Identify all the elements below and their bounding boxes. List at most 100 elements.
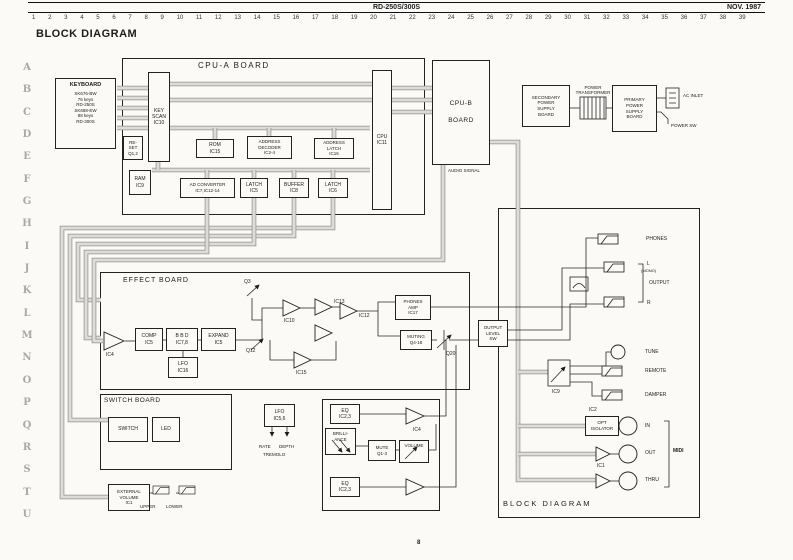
output-level-block: OUTPUT LEVEL SW — [478, 320, 508, 347]
row-letter: F — [23, 173, 31, 185]
ruler-number: 18 — [331, 15, 339, 21]
latch-ic5-block: LATCH IC5 — [240, 178, 268, 198]
ruler-number: 33 — [622, 15, 630, 21]
ruler-number: 29 — [544, 15, 552, 21]
remote-jack-icon — [601, 365, 623, 377]
ruler-number: 11 — [195, 15, 203, 21]
cpu-b-board: CPU-B BOARD — [432, 60, 490, 165]
ic4-label: IC4 — [106, 352, 114, 358]
transformer-icon — [579, 96, 607, 120]
eq-bottom-block: EQ IC2,3 — [330, 477, 360, 497]
ruler-number: 24 — [447, 15, 455, 21]
row-letter: N — [22, 352, 32, 364]
transformer-label: POWER TRANSFORMER — [575, 85, 611, 96]
damper-jack-icon — [601, 389, 623, 401]
row-letter: U — [22, 508, 32, 520]
eq-section-outline — [322, 399, 440, 511]
bbd-block: B B D IC7,8 — [166, 328, 198, 351]
row-letter: E — [23, 151, 31, 163]
ruler-number: 23 — [428, 15, 436, 21]
output-label: OUTPUT — [649, 280, 670, 286]
lower-label: LOWER — [166, 504, 183, 509]
row-letter: A — [23, 62, 31, 73]
diagram-caption: BLOCK DIAGRAM — [503, 499, 592, 508]
address-latch-block: ADDRESS LATCH IC16 — [314, 138, 354, 159]
opt-isolator-block: OPT ISOLATOR — [585, 416, 619, 436]
external-volume-block: EXTERNAL VOLUME IC1 — [108, 484, 150, 511]
ruler-number: 13 — [234, 15, 242, 21]
io-panel-outline — [498, 208, 700, 518]
ic9-pot-box — [547, 359, 571, 387]
row-letter: B — [22, 84, 32, 96]
keyboard-models: SK676-BW 76 keys RD-250S SK688-EW 88 key… — [74, 90, 97, 124]
ruler-number: 7 — [128, 15, 132, 21]
ac-inlet-label: AC INLET — [683, 93, 704, 98]
ruler-number: 4 — [80, 15, 84, 21]
row-letter: H — [22, 218, 32, 230]
ruler-number: 32 — [603, 15, 610, 21]
cpu-a-board-title: CPU-A BOARD — [198, 61, 270, 70]
phones-label: PHONES — [646, 236, 668, 242]
ruler-number: 10 — [176, 15, 184, 21]
lfo-ic16-block: LFO IC16 — [168, 357, 198, 378]
remote-label: REMOTE — [645, 368, 667, 374]
audio-signal-label: AUDIO SIGNAL — [448, 168, 481, 173]
model-number: RD-250S/300S — [372, 4, 421, 11]
mono-label: (MONO) — [641, 268, 657, 273]
row-letter: D — [22, 129, 32, 141]
ruler-number: 6 — [112, 15, 116, 21]
tune-label: TUNE — [645, 349, 659, 355]
ruler-number: 5 — [96, 15, 100, 21]
ruler-number: 3 — [64, 15, 68, 21]
phones-jack-icon — [597, 233, 619, 245]
midi-out-din-icon — [618, 444, 638, 464]
brilliance-block: BRILLI- ANCE — [325, 428, 356, 455]
rate-label: RATE — [259, 444, 271, 449]
ruler-number: 17 — [311, 15, 319, 21]
row-letter: C — [23, 106, 31, 118]
ruler-number: 16 — [292, 15, 300, 21]
r-jack-icon — [603, 296, 625, 308]
amp-triangle-icons — [103, 298, 612, 496]
damper-label: DAMPER — [645, 392, 667, 398]
ruler-number: 31 — [583, 15, 591, 21]
volume-block: VOLUME — [399, 440, 429, 463]
ruler-number: 25 — [467, 15, 474, 21]
ruler-number: 39 — [738, 15, 746, 21]
ruler-number: 26 — [486, 15, 494, 21]
eq-top-block: EQ IC2,3 — [330, 404, 360, 424]
ruler-number: 37 — [700, 15, 707, 21]
keyboard-title: KEYBOARD — [69, 82, 102, 88]
ruler-number: 28 — [525, 15, 533, 21]
upper-label: UPPER — [140, 504, 156, 509]
upper-jack-icon — [152, 485, 170, 495]
row-letter: P — [23, 397, 31, 409]
ac-inlet-icon — [665, 87, 680, 109]
phones-amp-block: PHONES AMP IC17 — [395, 295, 431, 320]
ic1-label: IC1 — [597, 463, 605, 469]
header-date: NOV. 1987 — [727, 4, 761, 11]
ruler-number: 20 — [370, 15, 377, 21]
primary-psu-block: PRIMARY POWER SUPPLY BOARD — [612, 85, 657, 132]
tremolo-label: TREMOLO — [263, 452, 286, 457]
latch-ic6-block: LATCH IC6 — [318, 178, 348, 198]
tune-knob-icon — [610, 344, 626, 360]
ruler-number: 8 — [144, 15, 148, 21]
depth-label: DEPTH — [279, 444, 295, 449]
ic15-label: IC15 — [296, 370, 307, 376]
signal-wires — [125, 97, 670, 494]
ruler-number: 22 — [408, 15, 416, 21]
switch-board-outline — [100, 394, 232, 470]
row-letter: O — [22, 374, 32, 386]
ruler-number: 36 — [680, 15, 688, 21]
key-scan-block: KEY SCAN IC10 — [148, 72, 170, 162]
effect-board-outline — [100, 272, 470, 390]
row-letter: L — [23, 307, 31, 319]
q12-label: Q12 — [246, 348, 256, 354]
comp-block: COMP IC5 — [135, 328, 163, 351]
switch-ic4-label: IC4 — [413, 427, 421, 433]
midi-label: MIDI — [673, 448, 684, 454]
page-title: BLOCK DIAGRAM — [36, 28, 138, 40]
